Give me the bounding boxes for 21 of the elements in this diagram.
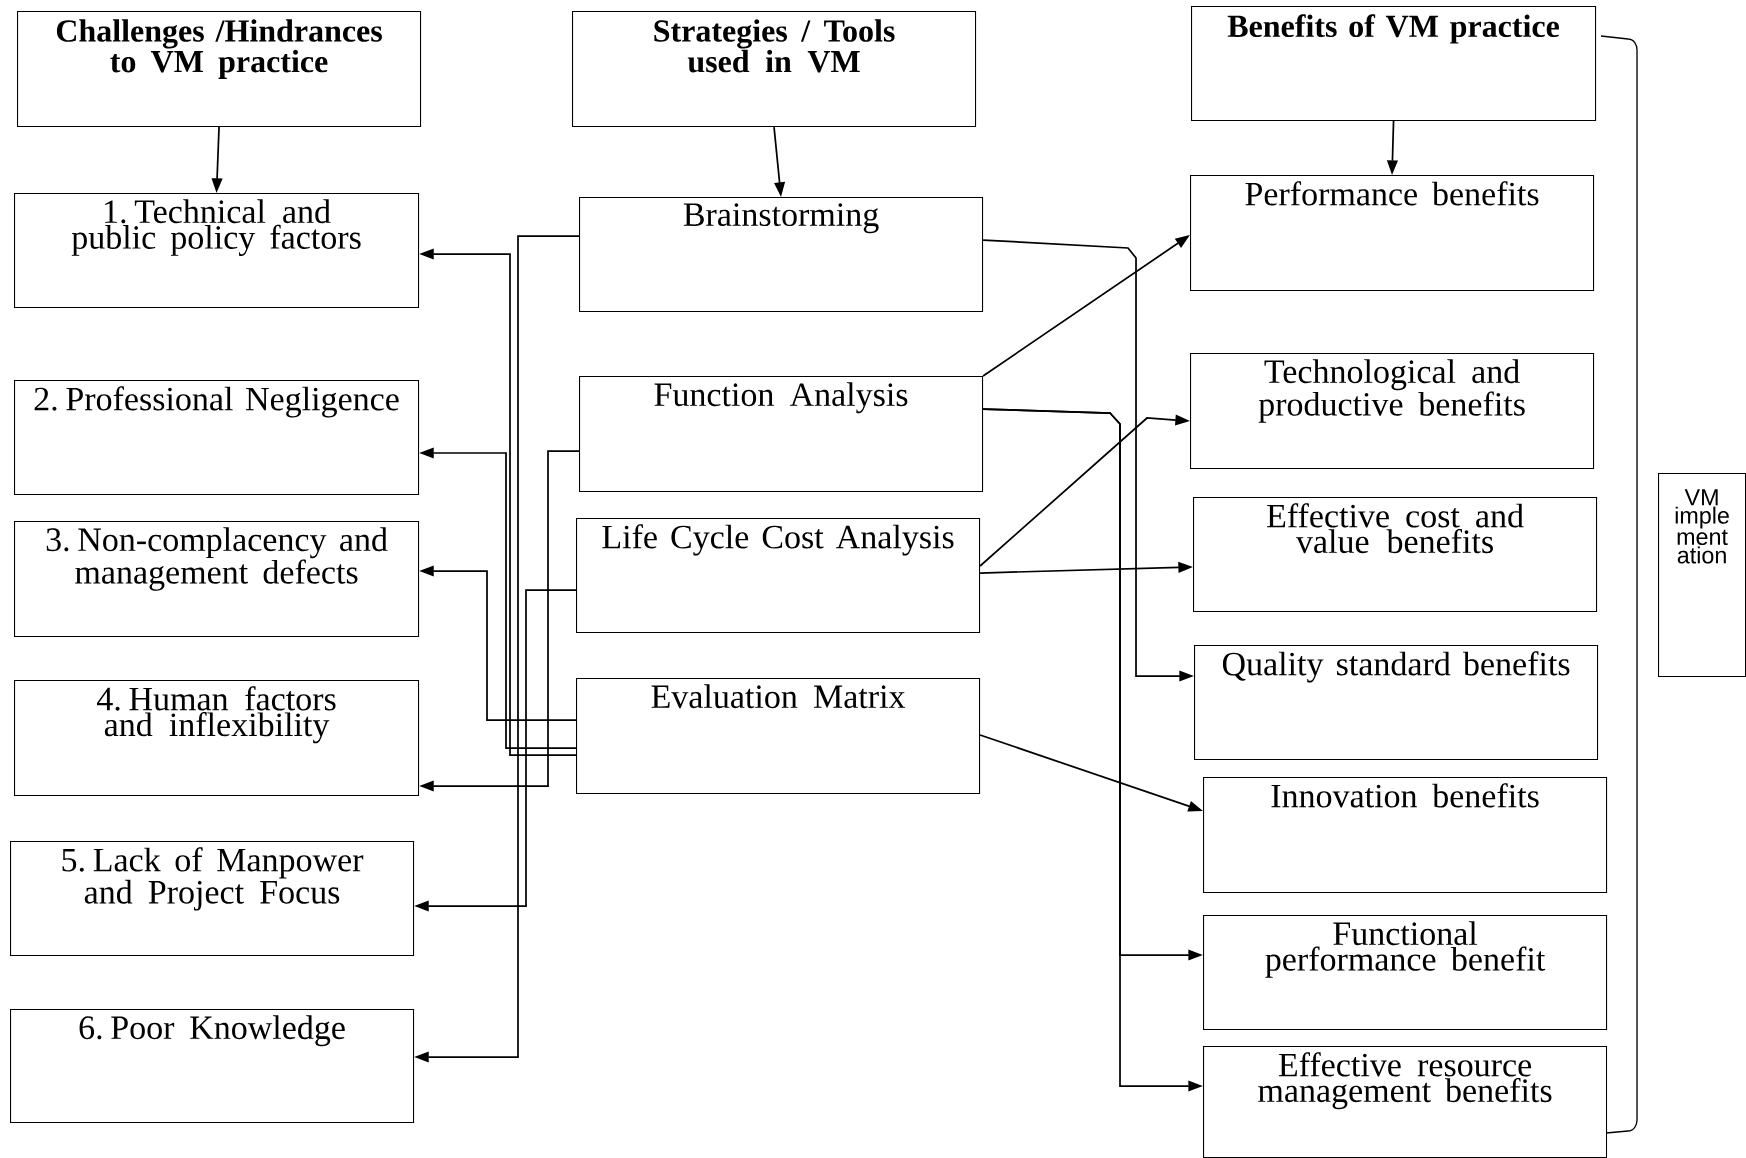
- process-box: Brainstorming: [579, 197, 984, 313]
- process-box: Functional performance benefit: [1203, 915, 1608, 1031]
- header-box: Strategies / Tools used in VM: [572, 11, 977, 128]
- process-box: Effective resource management benefits: [1203, 1046, 1608, 1158]
- process-box: 4. Human factors and inflexibility: [14, 680, 420, 797]
- process-box: 2. Professional Negligence: [14, 380, 420, 496]
- process-box: Quality standard benefits: [1194, 645, 1599, 761]
- side-label-box: VM imple ment ation: [1658, 473, 1746, 678]
- process-box: 3. Non-complacency and management defects: [14, 521, 420, 638]
- process-box: Innovation benefits: [1203, 777, 1608, 894]
- process-box: Technological and productive benefits: [1190, 353, 1595, 470]
- header-box: Challenges /Hindrances to VM practice: [17, 11, 422, 128]
- process-box: Effective cost and value benefits: [1193, 497, 1598, 613]
- header-box: Benefits of VM practice: [1191, 6, 1597, 122]
- process-box: Life Cycle Cost Analysis: [576, 518, 981, 634]
- process-box: Performance benefits: [1190, 175, 1595, 292]
- process-box: 5. Lack of Manpower and Project Focus: [10, 841, 415, 957]
- process-box: 6. Poor Knowledge: [10, 1009, 415, 1124]
- process-box: Function Analysis: [579, 376, 984, 493]
- process-box: 1. Technical and public policy factors: [14, 193, 420, 309]
- process-box: Evaluation Matrix: [576, 678, 981, 795]
